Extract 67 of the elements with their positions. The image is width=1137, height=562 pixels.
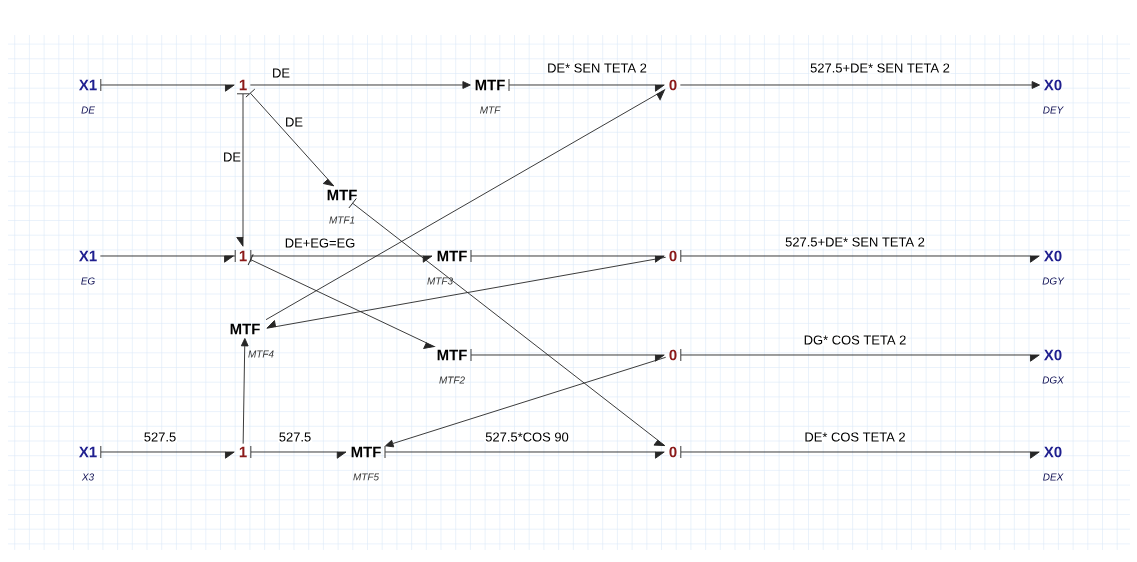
junction-symbol: 1 xyxy=(239,446,247,458)
sink-symbol: X0 xyxy=(1044,349,1062,361)
edge-label: 527.5+DE* SEN TETA 2 xyxy=(784,236,926,248)
bond-arrow xyxy=(247,253,435,349)
edge-label: DE* SEN TETA 2 xyxy=(546,62,648,74)
bond-arrow xyxy=(680,445,1040,459)
bond-arrow xyxy=(266,256,667,329)
bond-arrow xyxy=(250,249,433,263)
source-symbol: X1 xyxy=(79,79,97,91)
bond-arrow xyxy=(348,198,666,447)
sink-symbol: X0 xyxy=(1044,250,1062,262)
bond-arrow xyxy=(265,89,665,321)
node-caption: MTF4 xyxy=(248,350,274,358)
transformer-symbol: MTF xyxy=(351,446,381,458)
transformer-symbol: MTF xyxy=(230,323,260,335)
junction-symbol: 0 xyxy=(669,446,677,458)
bond-arrow xyxy=(249,81,471,89)
node-caption: DGY xyxy=(1042,277,1065,285)
junction-symbol: 1 xyxy=(239,250,247,262)
bond-arrow xyxy=(240,338,249,445)
edge-label: DE xyxy=(271,67,291,79)
node-caption: DEY xyxy=(1043,106,1064,114)
edge-label: 527.5*COS 90 xyxy=(484,431,570,443)
transformer-symbol: MTF xyxy=(437,250,467,262)
node-caption: DE xyxy=(81,106,95,114)
transformer-symbol: MTF xyxy=(475,79,505,91)
bond-arrow xyxy=(384,445,665,459)
sink-symbol: X0 xyxy=(1044,446,1062,458)
node-caption: EG xyxy=(81,277,95,285)
transformer-symbol: MTF xyxy=(327,189,357,201)
node-caption: MTF xyxy=(480,106,501,114)
bond-arrow xyxy=(679,81,1040,89)
bond-arrow xyxy=(100,78,235,92)
source-symbol: X1 xyxy=(79,446,97,458)
edge-label: 527.5+DE* SEN TETA 2 xyxy=(809,62,951,74)
junction-symbol: 0 xyxy=(669,349,677,361)
bond-arrow xyxy=(680,348,1040,362)
bond-arrow xyxy=(470,249,665,263)
bond-arrow xyxy=(100,445,235,459)
bond-arrow xyxy=(470,348,665,362)
bond-arrow xyxy=(680,249,1040,263)
node-caption: DGX xyxy=(1042,376,1065,384)
edge-label: DE xyxy=(284,116,304,128)
edge-label: 527.5 xyxy=(277,431,313,443)
node-caption: DEX xyxy=(1043,473,1064,481)
bond-arrow xyxy=(236,93,250,247)
junction-symbol: 1 xyxy=(239,79,247,91)
node-caption: MTF1 xyxy=(329,216,355,224)
junction-symbol: 0 xyxy=(669,79,677,91)
transformer-symbol: MTF xyxy=(437,349,467,361)
bond-arrow xyxy=(99,249,236,263)
source-symbol: X1 xyxy=(79,250,97,262)
bond-arrow xyxy=(508,78,665,92)
node-caption: X3 xyxy=(81,473,94,481)
junction-symbol: 0 xyxy=(669,250,677,262)
edge-label: DE xyxy=(222,151,242,163)
edge-label: DG* COS TETA 2 xyxy=(802,334,908,346)
bond-arrow xyxy=(250,445,347,459)
edge-label: DE* COS TETA 2 xyxy=(803,431,907,443)
bond-arrow xyxy=(245,88,335,187)
sink-symbol: X0 xyxy=(1044,79,1062,91)
node-caption: MTF2 xyxy=(439,376,465,384)
node-caption: MTF3 xyxy=(427,277,453,285)
node-caption: MTF5 xyxy=(353,473,380,481)
edge-label: DE+EG=EG xyxy=(283,237,357,249)
edge-label: 527.5 xyxy=(142,431,178,443)
bond-arrow xyxy=(385,356,667,448)
